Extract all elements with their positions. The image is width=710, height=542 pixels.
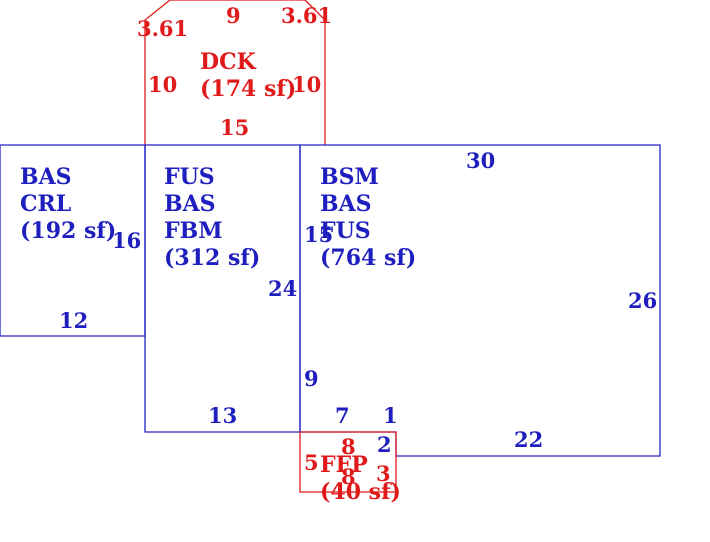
dim-dck-left-diag: 3.61 bbox=[137, 16, 188, 41]
bas-crl-label-1: BAS bbox=[20, 164, 72, 190]
dim-bas-bottom: 12 bbox=[59, 308, 88, 333]
dim-ffp-right: 3 bbox=[376, 461, 391, 486]
dck-area: (174 sf) bbox=[200, 76, 296, 102]
dim-bsm-right: 26 bbox=[628, 288, 657, 313]
bas-crl-label-2: CRL bbox=[20, 191, 71, 217]
ffp-area: (40 sf) bbox=[320, 479, 401, 505]
fus-bas-fbm-label-2: BAS bbox=[164, 191, 216, 217]
dim-ffp-bottom: 8 bbox=[341, 464, 356, 489]
deck-outline bbox=[144, 0, 326, 145]
dck-label: DCK bbox=[200, 49, 257, 75]
dim-dck-bottom: 15 bbox=[220, 115, 249, 140]
ffp-outline bbox=[299, 431, 397, 493]
dim-bsm-lower-left: 9 bbox=[304, 366, 319, 391]
dim-ffp-left: 5 bbox=[304, 450, 319, 475]
fus-bas-fbm-area: (312 sf) bbox=[164, 245, 260, 271]
dim-ffp-top: 8 bbox=[341, 434, 356, 459]
dim-fus-right: 24 bbox=[268, 276, 297, 301]
bas-crl-area: (192 sf) bbox=[20, 218, 116, 244]
dim-bsm-top: 30 bbox=[466, 148, 495, 173]
bsm-bas-fus-label-1: BSM bbox=[320, 164, 379, 190]
fus-bas-fbm-label-3: FBM bbox=[164, 218, 223, 244]
dim-bsm-step-b: 1 bbox=[383, 403, 398, 428]
dim-dck-right: 10 bbox=[292, 72, 321, 97]
bsm-bas-fus-label-2: BAS bbox=[320, 191, 372, 217]
dim-bsm-bottom: 22 bbox=[514, 427, 543, 452]
fus-bas-fbm-label-1: FUS bbox=[164, 164, 215, 190]
dim-bas-left: 16 bbox=[112, 228, 141, 253]
dim-dck-left: 10 bbox=[148, 72, 177, 97]
dim-dck-right-diag: 3.61 bbox=[281, 3, 332, 28]
bsm-bas-fus-label-3: FUS bbox=[320, 218, 371, 244]
dim-dck-top: 9 bbox=[226, 3, 241, 28]
bsm-bas-fus-area: (764 sf) bbox=[320, 245, 416, 271]
dim-fus-bottom: 13 bbox=[208, 403, 237, 428]
dim-bsm-step-a: 7 bbox=[335, 403, 350, 428]
ffp-label: FFP bbox=[320, 452, 368, 478]
dim-bsm-left: 15 bbox=[304, 222, 333, 247]
dim-bsm-step-c: 2 bbox=[377, 432, 392, 457]
